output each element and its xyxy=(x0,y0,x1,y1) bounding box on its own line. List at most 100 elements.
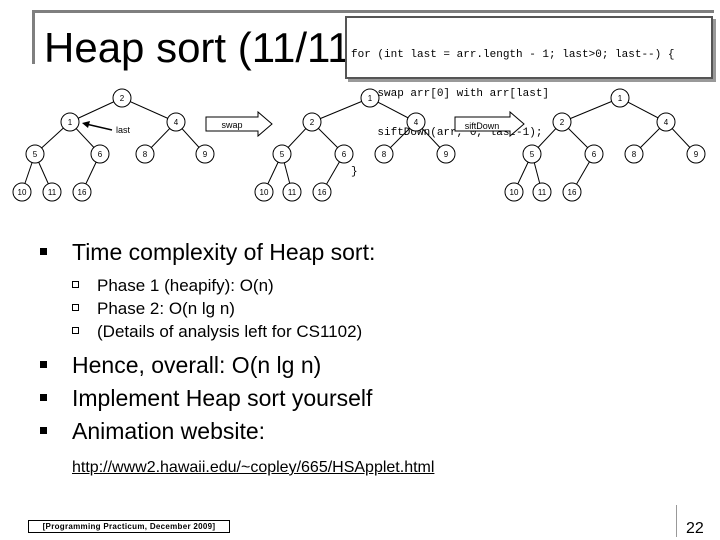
tree-node xyxy=(135,144,155,164)
tree-node-label: 9 xyxy=(694,150,699,159)
tree-node xyxy=(610,88,630,108)
hollow-square-bullet-icon xyxy=(72,281,79,288)
tree-node-label: 2 xyxy=(560,118,565,127)
page-number: 22 xyxy=(686,520,704,537)
tree-node-label: 1 xyxy=(368,94,373,103)
tree-node xyxy=(112,88,132,108)
siftdown-arrow-icon xyxy=(454,110,525,138)
tree-node xyxy=(282,182,302,202)
tree-node-label: 8 xyxy=(382,150,387,159)
bullet-text: Animation website: xyxy=(72,418,266,444)
tree-node-label: 11 xyxy=(288,188,297,197)
tree-node-label: 5 xyxy=(280,150,285,159)
heap-diagram: 2 1 4 5 6 8 9 10 11 16 1 2 4 5 6 8 9 10 11 16 1 2 4 5 6 8 9 10 11 16 l… xyxy=(12,88,706,202)
bullet-item: Animation website: xyxy=(40,417,710,445)
tree-node xyxy=(334,144,354,164)
tree-node-label: 1 xyxy=(68,118,73,127)
tree-node xyxy=(72,182,92,202)
tree-node xyxy=(686,144,706,164)
bullet-item: Time complexity of Heap sort: xyxy=(40,238,710,266)
bullet-list: Time complexity of Heap sort: Phase 1 (h… xyxy=(40,238,710,445)
animation-website-link[interactable]: http://www2.hawaii.edu/~copley/665/HSApp… xyxy=(72,459,435,476)
square-bullet-icon xyxy=(40,427,47,434)
tree-node-label: 6 xyxy=(98,150,103,159)
tree-node-label: 5 xyxy=(530,150,535,159)
tree-node xyxy=(562,182,582,202)
tree-node-label: 10 xyxy=(260,188,269,197)
tree-node-label: 1 xyxy=(618,94,623,103)
bullet-text: Time complexity of Heap sort: xyxy=(72,239,376,265)
tree-edge xyxy=(561,97,621,123)
tree-node-label: 16 xyxy=(568,188,577,197)
tree-edge xyxy=(69,97,123,123)
bullet-text: (Details of analysis left for CS1102) xyxy=(97,322,363,341)
tree-node xyxy=(312,182,332,202)
tree-node-label: 2 xyxy=(310,118,315,127)
square-bullet-icon xyxy=(40,361,47,368)
tree-node xyxy=(25,144,45,164)
tree-node-label: 9 xyxy=(444,150,449,159)
tree-node-label: 8 xyxy=(143,150,148,159)
last-label: last xyxy=(116,125,131,135)
tree-node xyxy=(195,144,215,164)
code-line: for (int last = arr.length - 1; last>0; … xyxy=(351,49,675,61)
tree-node xyxy=(360,88,380,108)
square-bullet-icon xyxy=(40,394,47,401)
code-box: for (int last = arr.length - 1; last>0; … xyxy=(345,16,713,178)
tree-node xyxy=(272,144,292,164)
tree-node-label: 4 xyxy=(414,118,419,127)
tree-node-label: 4 xyxy=(174,118,179,127)
last-arrow-head-icon xyxy=(82,121,90,128)
tree-node xyxy=(624,144,644,164)
bullet-text: Hence, overall: O(n lg n) xyxy=(72,352,322,378)
bullet-text: Phase 2: O(n lg n) xyxy=(97,299,235,318)
tree-node-label: 16 xyxy=(78,188,87,197)
sub-bullet-item: Phase 1 (heapify): O(n) xyxy=(40,274,710,297)
tree-node xyxy=(584,144,604,164)
tree-node xyxy=(254,182,274,202)
code-line: swap arr[0] with arr[last] xyxy=(351,88,550,100)
tree-node xyxy=(12,182,32,202)
square-bullet-icon xyxy=(40,248,47,255)
hollow-square-bullet-icon xyxy=(72,327,79,334)
tree-node xyxy=(532,182,552,202)
swap-label: swap xyxy=(221,120,242,130)
tree-node xyxy=(656,112,676,132)
tree-node xyxy=(60,112,80,132)
tree-node-label: 10 xyxy=(18,188,27,197)
tree-node-label: 5 xyxy=(33,150,38,159)
tree-node xyxy=(522,144,542,164)
tree-node xyxy=(90,144,110,164)
slide-title: Heap sort (11/11) xyxy=(44,24,365,71)
tree-node xyxy=(406,112,426,132)
last-arrow-line xyxy=(85,123,113,131)
tree-node xyxy=(166,112,186,132)
tree-node-label: 11 xyxy=(48,188,57,197)
tree-edge xyxy=(311,97,371,123)
tree-node-label: 8 xyxy=(632,150,637,159)
tree-node xyxy=(552,112,572,132)
tree-node xyxy=(42,182,62,202)
title-frame xyxy=(32,10,714,64)
bullet-item: Implement Heap sort yourself xyxy=(40,384,710,412)
code-line: } xyxy=(351,166,358,178)
tree-node-label: 16 xyxy=(318,188,327,197)
tree-node xyxy=(374,144,394,164)
footer-label: [Programming Practicum, December 2009] xyxy=(28,520,230,533)
sub-bullet-item: Phase 2: O(n lg n) xyxy=(40,297,710,320)
tree-node-label: 6 xyxy=(342,150,347,159)
bullet-text: Phase 1 (heapify): O(n) xyxy=(97,276,274,295)
tree-node-label: 11 xyxy=(538,188,547,197)
tree-node-label: 9 xyxy=(203,150,208,159)
tree-edge xyxy=(121,97,177,123)
bullet-item: Hence, overall: O(n lg n) xyxy=(40,351,710,379)
tree-node-label: 4 xyxy=(664,118,669,127)
tree-node-label: 6 xyxy=(592,150,597,159)
sub-bullet-item: (Details of analysis left for CS1102) xyxy=(40,320,710,343)
bullet-text: Implement Heap sort yourself xyxy=(72,385,373,411)
tree-node-label: 2 xyxy=(120,94,125,103)
tree-node xyxy=(436,144,456,164)
siftdown-label: siftDown xyxy=(465,121,500,131)
tree-node-label: 10 xyxy=(510,188,519,197)
tree-node xyxy=(504,182,524,202)
